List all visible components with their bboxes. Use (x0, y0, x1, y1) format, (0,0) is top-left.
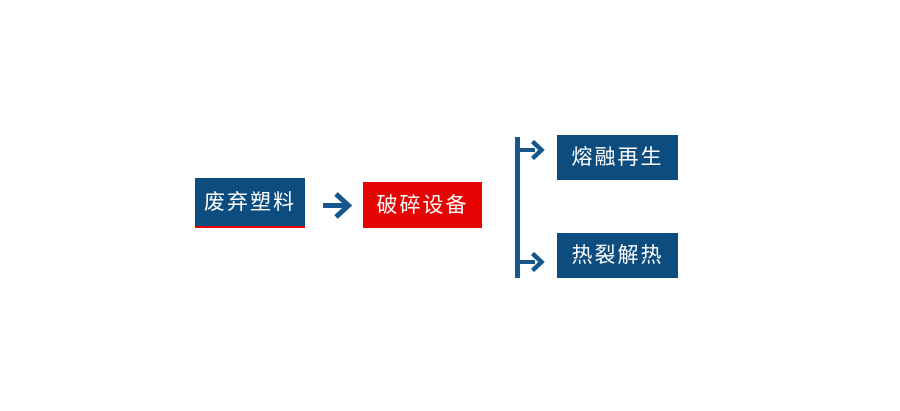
node-pyrolysis-heat-label: 热裂解热 (571, 244, 664, 267)
node-waste-plastic-label: 废弃塑料 (204, 190, 296, 214)
node-melt-regeneration-label: 熔融再生 (571, 146, 664, 169)
branch-fork-icon (515, 137, 545, 278)
node-pyrolysis-heat: 热裂解热 (557, 233, 678, 278)
node-melt-regeneration: 熔融再生 (557, 135, 678, 180)
right-arrow-icon (323, 192, 353, 219)
node-crushing-equipment-label: 破碎设备 (376, 193, 469, 217)
node-waste-plastic: 废弃塑料 (195, 178, 305, 228)
node-crushing-equipment: 破碎设备 (363, 182, 482, 228)
